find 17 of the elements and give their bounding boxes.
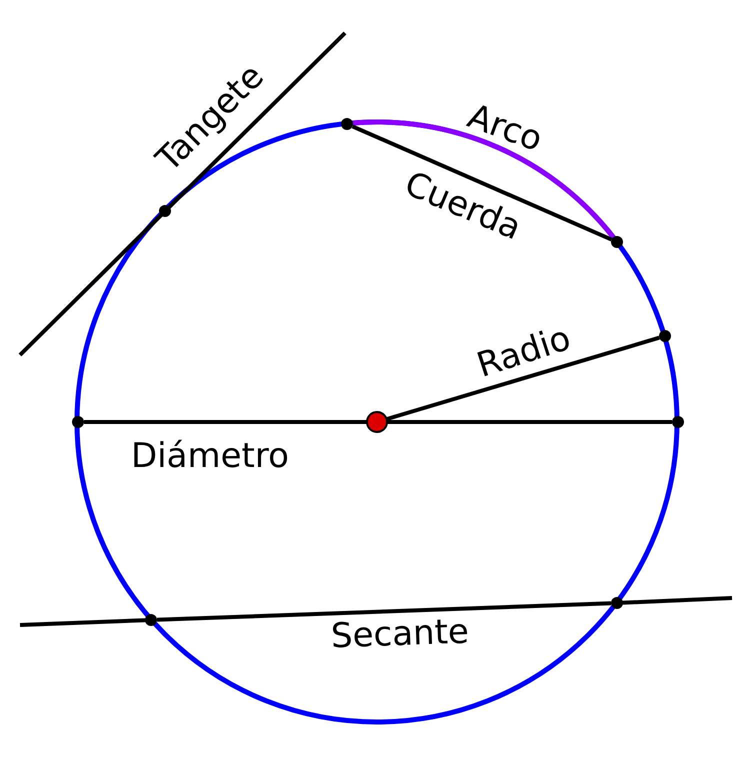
point-marker <box>611 236 623 248</box>
part-label: Diámetro <box>131 439 289 473</box>
point-marker <box>611 597 623 609</box>
point-marker <box>145 614 157 626</box>
center-point <box>366 411 388 433</box>
part-label: Secante <box>330 614 470 654</box>
point-marker <box>659 330 671 342</box>
secant-line <box>156 601 612 622</box>
part-label: Arco <box>463 99 547 157</box>
point-marker <box>672 416 684 428</box>
part-label: Radio <box>473 321 574 383</box>
diameter-segment <box>84 420 367 424</box>
radius-line <box>386 336 660 422</box>
point-marker <box>341 118 353 130</box>
diameter-segment <box>387 420 672 424</box>
point-marker <box>72 416 84 428</box>
point-marker <box>159 205 171 217</box>
